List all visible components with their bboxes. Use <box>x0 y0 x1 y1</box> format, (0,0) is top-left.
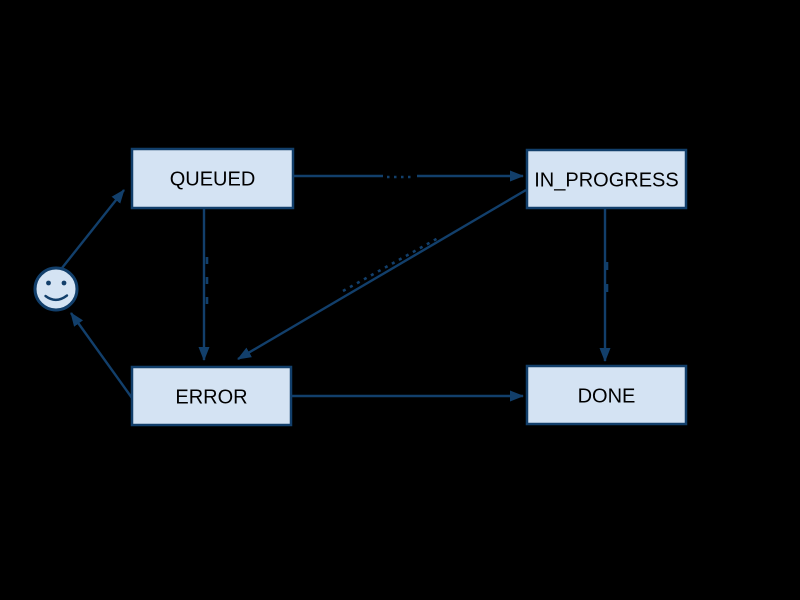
edge-in-progress-to-done <box>599 209 611 362</box>
node-in-progress: IN_PROGRESS <box>525 148 688 210</box>
node-error-label: ERROR <box>175 386 247 408</box>
start-state-smiley-icon <box>33 266 79 312</box>
edge-queued-to-error <box>198 209 210 361</box>
node-in-progress-label: IN_PROGRESS <box>534 169 678 191</box>
node-queued: QUEUED <box>130 147 295 210</box>
node-error: ERROR <box>130 365 293 427</box>
node-done-label: DONE <box>578 385 636 407</box>
edge-label-marks-in-progress-error <box>342 235 441 293</box>
edge-error-to-start <box>70 312 133 399</box>
node-queued-label: QUEUED <box>170 168 256 190</box>
node-done: DONE <box>525 364 688 426</box>
edge-start-to-queued <box>61 189 125 269</box>
edge-in-progress-to-error <box>237 188 527 361</box>
edge-queued-to-in-progress <box>294 170 524 182</box>
